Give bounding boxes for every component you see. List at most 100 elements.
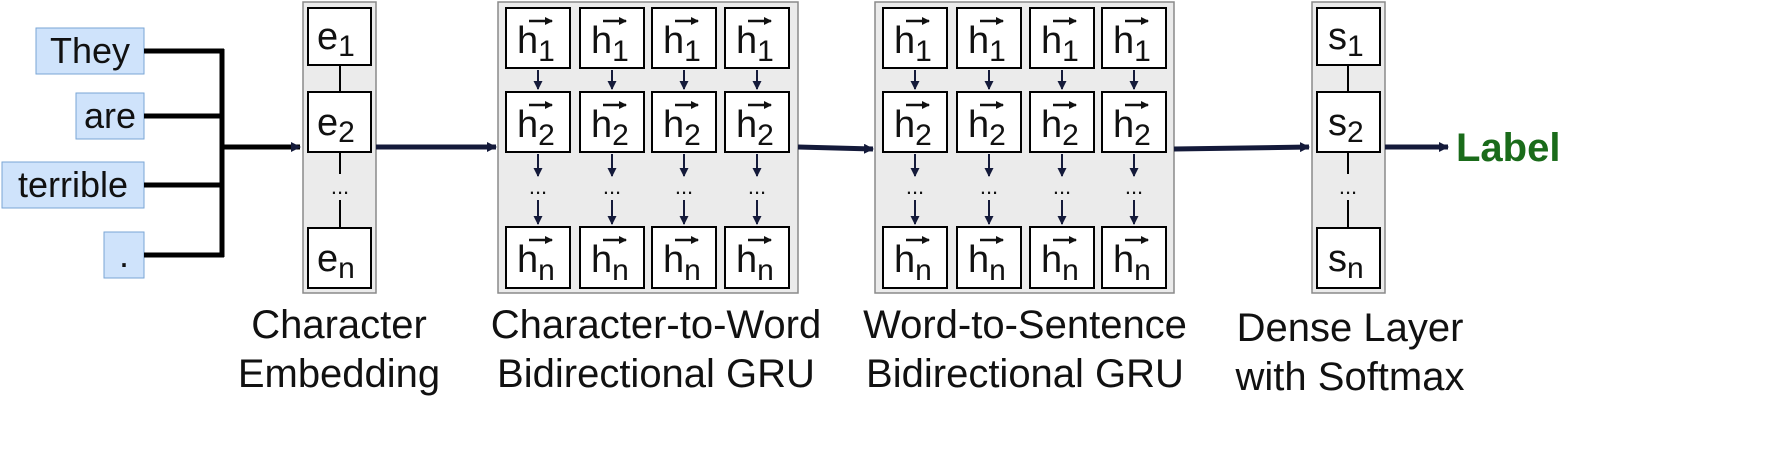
- output-label: Label: [1456, 126, 1560, 170]
- char-to-word-subscript: n: [612, 254, 629, 287]
- char-to-word-cell-r1-c4: h1: [724, 7, 790, 69]
- word-to-sentence-subscript: n: [989, 254, 1006, 287]
- dense-cell-2: s2: [1316, 91, 1381, 153]
- char-to-word-cell-r1-c3: h1: [651, 7, 717, 69]
- word-to-sentence-subscript: 1: [1062, 35, 1079, 68]
- svg-text:h2: h2: [968, 104, 1006, 152]
- svg-text:en: en: [317, 238, 355, 285]
- input-word-2-text: are: [84, 95, 136, 136]
- svg-text:h2: h2: [591, 104, 629, 152]
- dense-cell-1: s1: [1316, 7, 1381, 66]
- embedding-symbol-2: e: [317, 102, 338, 144]
- char-to-word-ellipsis-col3: ...: [675, 174, 693, 199]
- char-to-word-subscript: 1: [757, 35, 774, 68]
- input-word-2: are: [75, 92, 145, 140]
- word-to-sentence-symbol: h: [894, 20, 915, 62]
- embedding-subscript-2: 2: [338, 116, 355, 149]
- svg-text:e1: e1: [317, 16, 355, 63]
- word-to-sentence-subscript: n: [915, 254, 932, 287]
- dense-caption-line-2: with Softmax: [1235, 355, 1465, 399]
- word-to-sentence-symbol: h: [1041, 239, 1062, 281]
- embedding-symbol-1: e: [317, 16, 338, 58]
- dense-symbol-n: s: [1328, 238, 1347, 280]
- embedding-ellipsis: ...: [331, 174, 349, 199]
- svg-text:hn: hn: [517, 239, 555, 287]
- word-to-sentence-ellipsis-col1: ...: [906, 174, 924, 199]
- arrow-to-dense: [1173, 142, 1310, 153]
- char-to-word-symbol: h: [591, 239, 612, 281]
- char-to-word-cell-rn-c3: hn: [651, 226, 717, 289]
- dense-symbol-2: s: [1328, 102, 1347, 144]
- word-to-sentence-subscript: 1: [915, 35, 932, 68]
- input-word-1-text: They: [50, 30, 130, 71]
- word-to-sentence-subscript: 2: [1134, 119, 1151, 152]
- word-to-sentence-subscript: 2: [1062, 119, 1079, 152]
- svg-text:h1: h1: [1041, 20, 1079, 68]
- svg-text:s1: s1: [1328, 16, 1364, 63]
- word-to-sentence-cell-r2-c3: h2: [1029, 91, 1095, 153]
- dense-symbol-1: s: [1328, 16, 1347, 58]
- char-to-word-cell-r2-c2: h2: [579, 91, 645, 153]
- char-to-word-ellipsis-col4: ...: [748, 174, 766, 199]
- char-to-word-ellipsis-col2: ...: [603, 174, 621, 199]
- dense-subscript-2: 2: [1347, 116, 1364, 149]
- char-to-word-symbol: h: [591, 104, 612, 146]
- word-to-sentence-ellipsis-col2: ...: [980, 174, 998, 199]
- svg-text:h1: h1: [736, 20, 774, 68]
- svg-text:h2: h2: [1041, 104, 1079, 152]
- word-to-sentence-symbol: h: [1113, 20, 1134, 62]
- word-to-sentence-symbol: h: [1113, 104, 1134, 146]
- char-to-word-subscript: 2: [757, 119, 774, 152]
- char-to-word-symbol: h: [517, 20, 538, 62]
- svg-text:h1: h1: [517, 20, 555, 68]
- svg-text:hn: hn: [663, 239, 701, 287]
- char-to-word-cell-r2-c4: h2: [724, 91, 790, 153]
- dense-ellipsis: ...: [1339, 174, 1357, 199]
- svg-text:hn: hn: [894, 239, 932, 287]
- word-to-sentence-symbol: h: [1041, 20, 1062, 62]
- word-to-sentence-symbol: h: [894, 104, 915, 146]
- input-word-4: .: [103, 231, 145, 279]
- word-to-sentence-subscript: 1: [989, 35, 1006, 68]
- char-to-word-ellipsis-col1: ...: [529, 174, 547, 199]
- word-to-sentence-symbol: h: [1113, 239, 1134, 281]
- char-to-word-symbol: h: [736, 104, 757, 146]
- embedding-cell-n: en: [307, 227, 372, 289]
- word-to-sentence-ellipsis-col4: ...: [1125, 174, 1143, 199]
- svg-text:hn: hn: [968, 239, 1006, 287]
- embedding-subscript-1: 1: [338, 30, 355, 63]
- input-word-3-text: terrible: [18, 164, 128, 205]
- svg-text:h2: h2: [1113, 104, 1151, 152]
- word-to-sentence-symbol: h: [968, 20, 989, 62]
- svg-text:h2: h2: [894, 104, 932, 152]
- word-to-sentence-cell-r2-c2: h2: [956, 91, 1022, 153]
- word-to-sentence-cell-r1-c4: h1: [1101, 7, 1167, 69]
- char-to-word-subscript: 1: [612, 35, 629, 68]
- word-to-sentence-cell-rn-c4: hn: [1101, 226, 1167, 289]
- word-to-sentence-subscript: n: [1062, 254, 1079, 287]
- char-to-word-symbol: h: [736, 20, 757, 62]
- dense-caption-line-1: Dense Layer: [1237, 306, 1464, 350]
- word-to-sentence-symbol: h: [894, 239, 915, 281]
- char-to-word-subscript: n: [684, 254, 701, 287]
- dense-panel: s1 s2 ... sn: [1311, 1, 1386, 294]
- embedding-cell-1: e1: [307, 7, 372, 66]
- svg-text:hn: hn: [1041, 239, 1079, 287]
- embedding-cell-2: e2: [307, 91, 372, 153]
- embedding-symbol-n: e: [317, 238, 338, 280]
- word-to-sentence-subscript: 2: [915, 119, 932, 152]
- word-to-sentence-subscript: n: [1134, 254, 1151, 287]
- svg-text:h1: h1: [663, 20, 701, 68]
- char-to-word-symbol: h: [663, 104, 684, 146]
- word-to-sentence-symbol: h: [968, 104, 989, 146]
- char-to-word-symbol: h: [663, 20, 684, 62]
- char-to-word-cell-r2-c1: h2: [505, 91, 571, 153]
- svg-text:h2: h2: [663, 104, 701, 152]
- word-to-sentence-cell-rn-c2: hn: [956, 226, 1022, 289]
- word-to-sentence-cell-rn-c1: hn: [882, 226, 948, 289]
- svg-text:s2: s2: [1328, 102, 1364, 149]
- svg-text:sn: sn: [1328, 238, 1364, 285]
